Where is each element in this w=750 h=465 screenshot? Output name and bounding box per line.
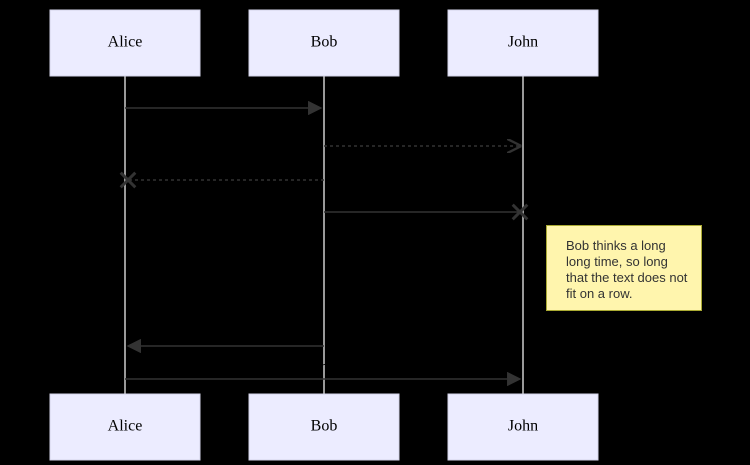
actor-bob-bottom: Bob — [248, 393, 400, 461]
actor-alice-label: Alice — [108, 34, 143, 51]
message-label-6: Yes... John, how are you? — [249, 359, 398, 374]
note: Bob thinks a long long time, so long tha… — [546, 225, 702, 311]
message-label-1: Hello Bob, how are you? — [154, 88, 296, 103]
message-label-2: How about you John? — [361, 126, 487, 141]
actor-bob-label: Bob — [311, 418, 338, 435]
actor-bob-label: Bob — [311, 34, 338, 51]
actor-john-top: John — [447, 9, 599, 77]
actor-bob-top: Bob — [248, 9, 400, 77]
message-label-3: I am good thanks! — [173, 160, 276, 175]
message-label-4: I am good thanks! — [372, 192, 475, 207]
actor-john-label: John — [508, 34, 538, 51]
message-label-5: Checking with John... — [163, 326, 287, 341]
actor-alice-top: Alice — [49, 9, 201, 77]
actor-john-bottom: John — [447, 393, 599, 461]
actor-john-label: John — [508, 418, 538, 435]
actor-alice-label: Alice — [108, 418, 143, 435]
actor-alice-bottom: Alice — [49, 393, 201, 461]
messages: Hello Bob, how are you? How about you Joh… — [119, 88, 529, 387]
